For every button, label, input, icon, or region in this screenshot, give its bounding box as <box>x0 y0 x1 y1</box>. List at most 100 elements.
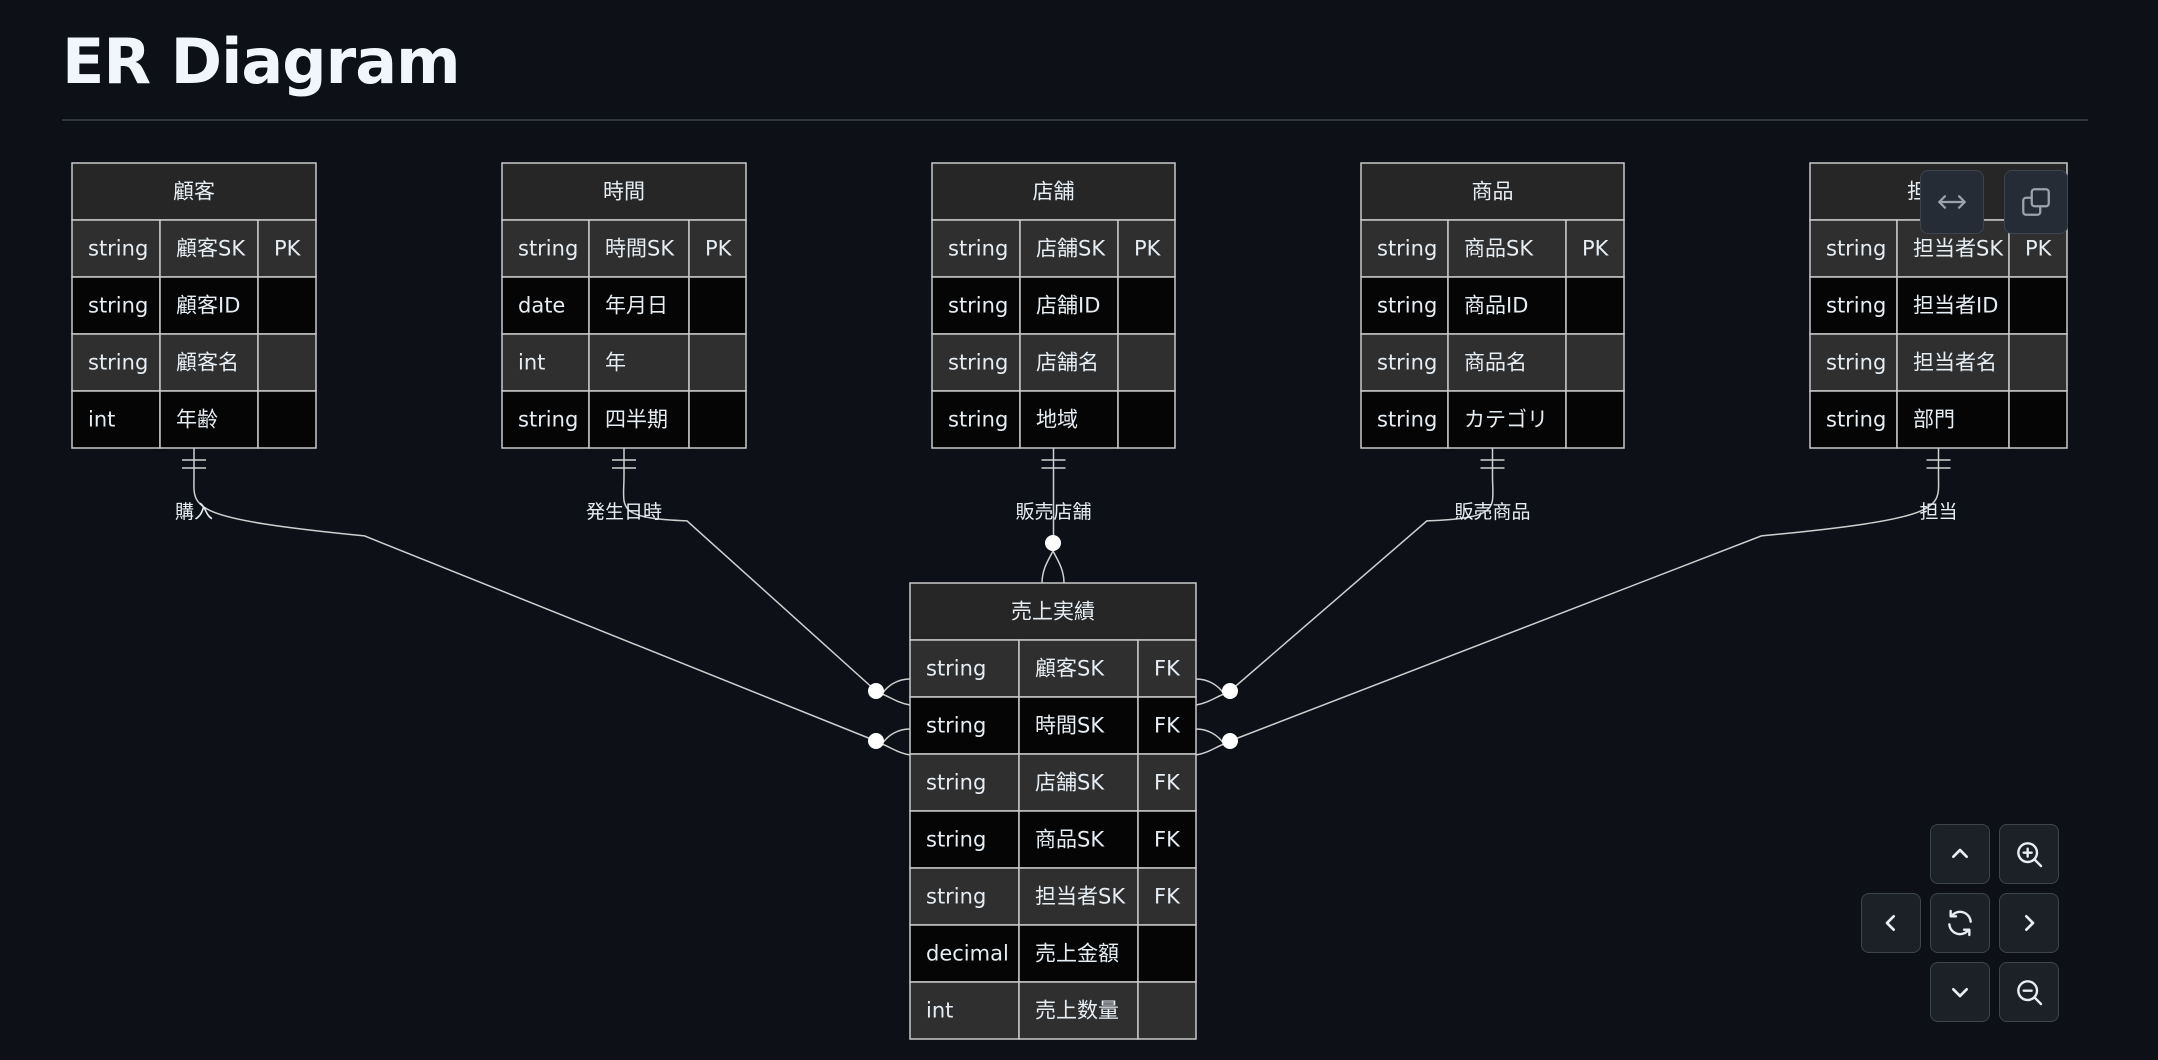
attribute-name: 四半期 <box>605 408 668 432</box>
copy-button[interactable] <box>2004 170 2068 234</box>
zoom-out-button[interactable] <box>1999 962 2059 1022</box>
attribute-cell <box>1447 333 1567 392</box>
attribute-name: 担当者名 <box>1913 351 1997 375</box>
cardinality-zero-mark <box>1222 683 1238 699</box>
entity-title: 商品 <box>1472 180 1514 204</box>
pan-left-button[interactable] <box>1861 893 1921 953</box>
attribute-cell <box>1896 390 2010 449</box>
pan-down-button[interactable] <box>1930 962 1990 1022</box>
attribute-cell <box>71 219 161 278</box>
attribute-cell <box>1565 333 1625 392</box>
attribute-type: string <box>1826 237 1886 261</box>
attribute-name: 時間SK <box>1035 714 1105 738</box>
attribute-cell <box>1809 219 1898 278</box>
cardinality-many-mark <box>1195 678 1225 706</box>
attribute-cell <box>1018 924 1139 983</box>
cardinality-many-mark <box>1041 550 1065 584</box>
attribute-type: string <box>1377 237 1437 261</box>
attribute-key: FK <box>1154 657 1181 681</box>
attribute-cell <box>257 333 317 392</box>
cardinality-many-mark <box>1195 728 1225 756</box>
attribute-cell <box>909 810 1020 869</box>
reset-button[interactable] <box>1930 893 1990 953</box>
zoom-out-icon <box>2017 980 2043 1006</box>
entity-header <box>501 162 747 221</box>
attribute-key: FK <box>1154 771 1181 795</box>
attribute-key: FK <box>1154 885 1181 909</box>
attribute-key: PK <box>1582 237 1610 261</box>
attribute-cell <box>1896 333 2010 392</box>
attribute-cell <box>159 333 259 392</box>
attribute-cell <box>159 219 259 278</box>
zoom-in-button[interactable] <box>1999 824 2059 884</box>
attribute-name: 売上数量 <box>1035 999 1119 1023</box>
attribute-row: string 顧客ID <box>71 276 317 335</box>
attribute-name: 商品名 <box>1464 351 1527 375</box>
attribute-type: string <box>926 657 986 681</box>
entity-title: 売上実績 <box>1011 600 1095 624</box>
attribute-name: 店舗名 <box>1036 351 1099 375</box>
chevron-up-icon <box>1952 848 1968 858</box>
fit-width-button[interactable] <box>1920 170 1984 234</box>
attribute-key: FK <box>1154 828 1181 852</box>
attribute-name: 店舗SK <box>1036 237 1106 261</box>
attribute-type: int <box>518 351 545 375</box>
zoom-in-icon <box>2017 842 2043 868</box>
attribute-type: string <box>88 351 148 375</box>
attribute-key: PK <box>274 237 302 261</box>
title-divider <box>62 119 2088 121</box>
relationship-line <box>622 475 877 692</box>
attribute-type: string <box>948 294 1008 318</box>
relationship-label: 販売商品 <box>1454 501 1530 523</box>
attribute-type: string <box>926 828 986 852</box>
cardinality-one-mark <box>1926 448 1951 476</box>
attribute-cell <box>159 276 259 335</box>
attribute-name: 地域 <box>1036 408 1078 432</box>
attribute-cell <box>909 867 1020 926</box>
attribute-name: 年齢 <box>176 408 218 432</box>
attribute-cell <box>1360 276 1449 335</box>
attribute-type: string <box>88 294 148 318</box>
relationship-label: 担当 <box>1919 501 1957 523</box>
attribute-cell <box>1018 639 1139 698</box>
attribute-cell <box>1137 639 1197 698</box>
attribute-cell <box>1019 219 1119 278</box>
attribute-cell <box>688 219 747 278</box>
cardinality-zero-mark <box>868 733 884 749</box>
attribute-type: string <box>1826 408 1886 432</box>
attribute-type: string <box>88 237 148 261</box>
attribute-name: 顧客ID <box>176 294 240 318</box>
relationship-label: 購入 <box>175 501 213 523</box>
attribute-name: 担当者ID <box>1913 294 1998 318</box>
attribute-cell <box>688 390 747 449</box>
attribute-cell <box>1137 753 1197 812</box>
relationship-product: 販売商品 <box>1195 448 1531 706</box>
attribute-cell <box>501 333 590 392</box>
attribute-cell <box>1447 390 1567 449</box>
pan-up-button[interactable] <box>1930 824 1990 884</box>
attribute-cell <box>1447 219 1567 278</box>
pan-right-button[interactable] <box>1999 893 2059 953</box>
